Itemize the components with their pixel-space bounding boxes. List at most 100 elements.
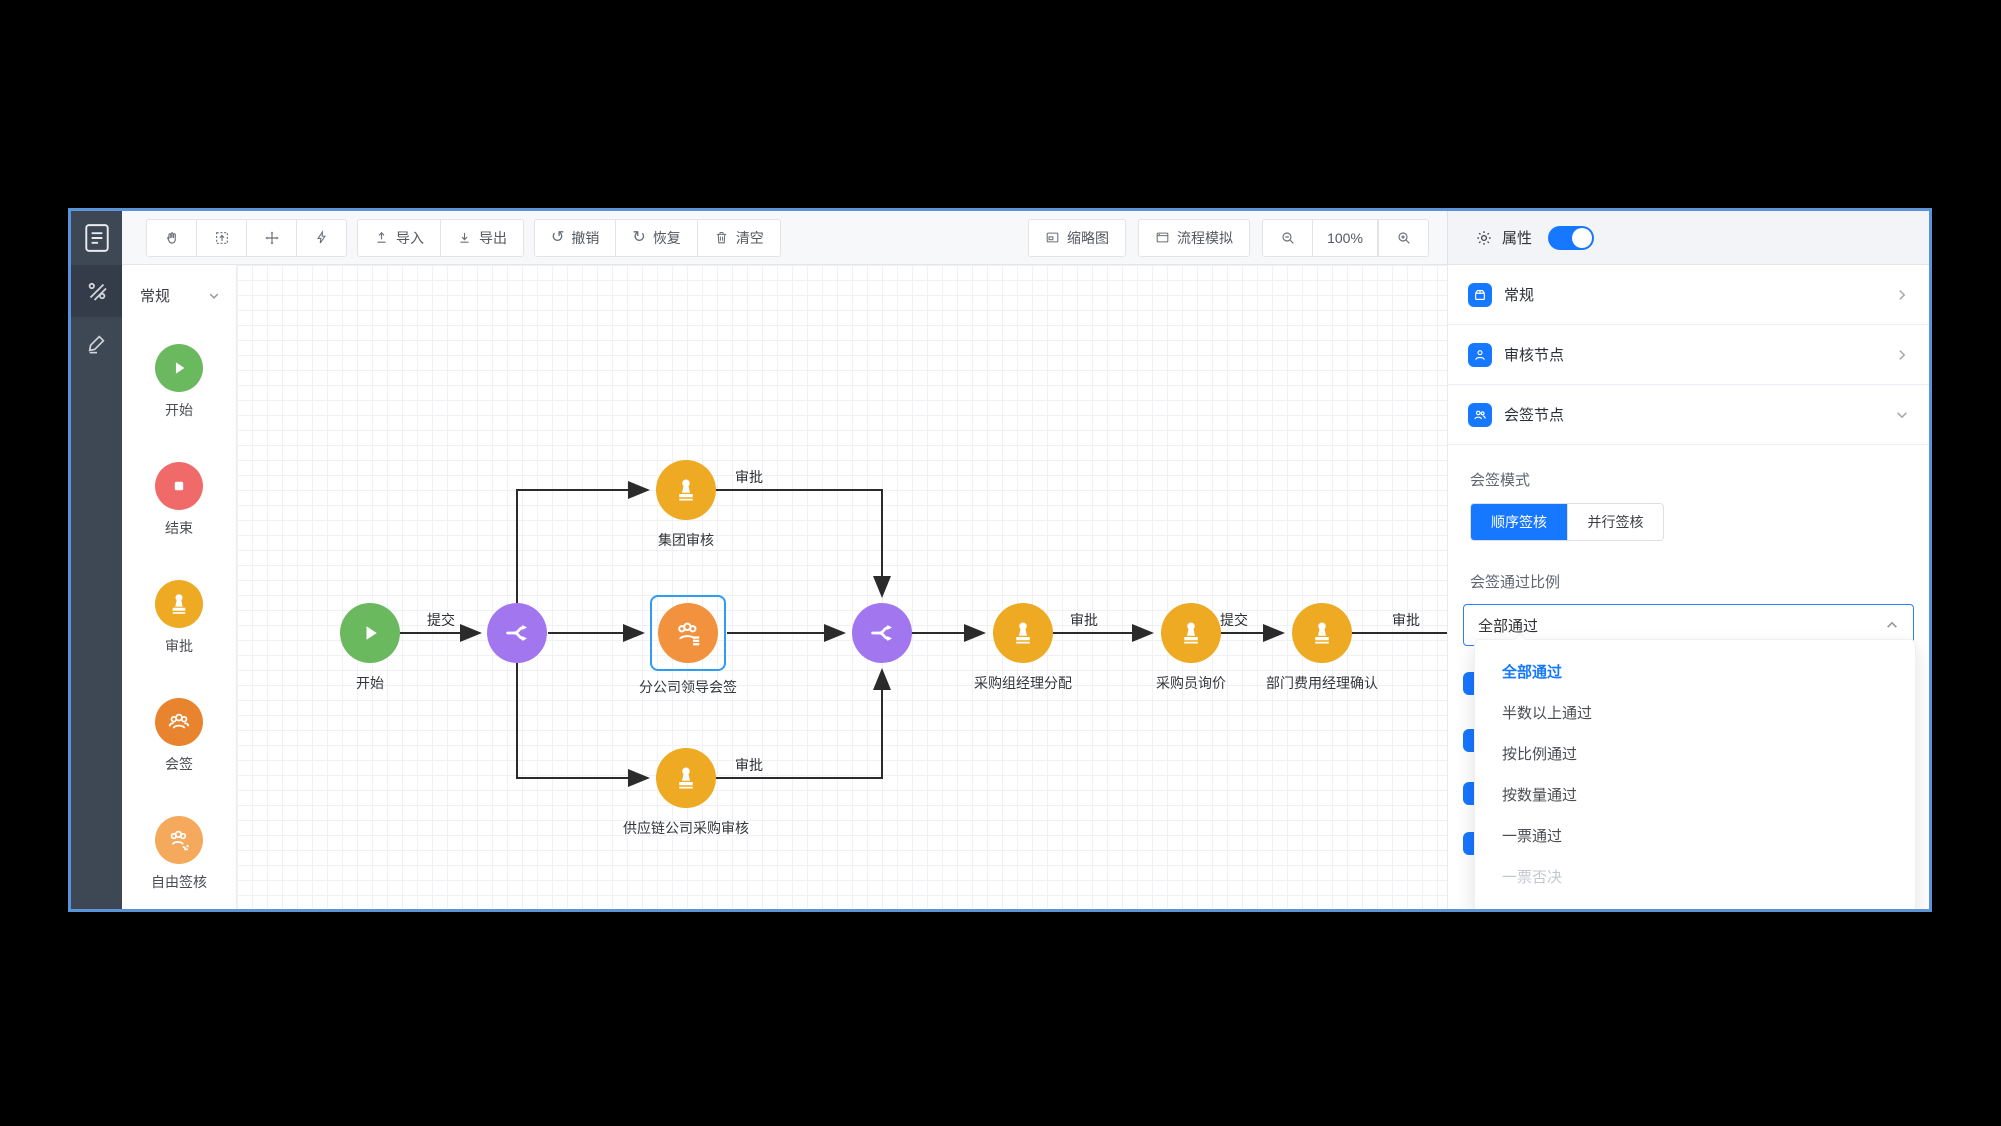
export-button[interactable]: 导出: [440, 218, 524, 257]
import-export-group: 导入 导出: [357, 218, 524, 257]
users-hand-icon: [170, 830, 190, 851]
flow-node-label: 采购员询价: [1156, 675, 1226, 691]
redo-button[interactable]: ↻ 恢复: [615, 218, 698, 257]
minimap-group: 缩略图: [1028, 218, 1126, 257]
branch-icon: [506, 625, 527, 641]
minimap-button[interactable]: 缩略图: [1028, 218, 1126, 257]
flow-node-group-audit[interactable]: [656, 460, 716, 520]
select-tool-button[interactable]: [196, 218, 247, 257]
pan-tool-button[interactable]: [146, 218, 197, 257]
magnifier-minus-icon: [1281, 231, 1294, 244]
node-palette: 常规 开始 结束: [122, 265, 237, 909]
flow-node-supply-audit[interactable]: [656, 748, 716, 808]
palette-item-end[interactable]: 结束: [122, 462, 236, 538]
dropdown-option-majority[interactable]: 半数以上通过: [1502, 705, 1593, 722]
undo-redo-clear-group: ↺ 撤销 ↻ 恢复 清空: [534, 218, 781, 257]
flow-node-gateway-merge[interactable]: [852, 603, 912, 663]
rail-item-edit[interactable]: [71, 317, 122, 369]
left-rail: [71, 211, 122, 909]
dropdown-option-one-vote-veto: 一票否决: [1502, 869, 1563, 886]
flow-node-branch-countersign[interactable]: [658, 603, 718, 663]
chevron-right-icon: [1895, 288, 1909, 302]
document-logo-icon: [84, 224, 109, 252]
palette-item-label: 会签: [165, 756, 193, 772]
stamp-icon: [679, 479, 693, 501]
countersign-mode-segmented: 顺序签核 并行签核: [1470, 503, 1664, 541]
start-node-swatch: [155, 344, 203, 392]
flow-edge: [716, 668, 891, 779]
palette-item-label: 审批: [165, 638, 193, 654]
flow-node-label: 分公司领导会签: [639, 679, 737, 695]
free-sign-node-swatch: [155, 816, 203, 864]
chevron-down-icon: [209, 293, 219, 299]
countersign-node-swatch: [155, 698, 203, 746]
dropdown-option-by-count[interactable]: 按数量通过: [1502, 787, 1578, 804]
flow-edge: [516, 481, 650, 603]
minimap-icon: [1046, 232, 1059, 243]
properties-header: 属性: [1447, 211, 1929, 265]
accordion-countersign-node[interactable]: 会签节点: [1448, 385, 1929, 445]
import-button[interactable]: 导入: [357, 218, 441, 257]
simulate-group: 流程模拟: [1138, 218, 1250, 257]
dropdown-option-one-vote-pass[interactable]: 一票通过: [1502, 828, 1563, 845]
flow-node-assign[interactable]: [993, 603, 1053, 663]
flow-node-start[interactable]: [340, 603, 400, 663]
undo-icon: ↺: [551, 228, 565, 246]
dropdown-option-all-pass[interactable]: 全部通过: [1502, 664, 1563, 681]
mode-sequential-button[interactable]: 顺序签核: [1471, 504, 1567, 540]
palette-group-header[interactable]: 常规: [122, 265, 236, 306]
users-icon: [168, 713, 190, 729]
flow-node-label: 开始: [356, 675, 384, 691]
simulate-button[interactable]: 流程模拟: [1138, 218, 1250, 257]
palette-item-approve[interactable]: 审批: [122, 580, 236, 656]
stamp-icon: [1184, 622, 1198, 644]
stamp-icon: [1315, 622, 1329, 644]
accordion-label: 常规: [1504, 287, 1535, 304]
box-icon: [1468, 282, 1492, 307]
rail-item-components[interactable]: [71, 265, 122, 317]
lightning-icon: [317, 230, 326, 244]
export-label: 导出: [479, 229, 507, 246]
arrow-up-from-line-icon: [377, 231, 386, 243]
accordion-audit-node[interactable]: 审核节点: [1448, 325, 1929, 385]
select-area-icon: [215, 231, 228, 244]
dropdown-option-by-ratio[interactable]: 按比例通过: [1502, 746, 1578, 763]
flow-canvas[interactable]: 提交 审批 审批 审批 提交 审批 开始: [237, 265, 1447, 909]
gear-icon: [1477, 230, 1491, 245]
clear-button[interactable]: 清空: [696, 218, 781, 257]
flow-node-confirm[interactable]: [1292, 603, 1352, 663]
countersign-settings: 会签模式 顺序签核 并行签核 会签通过比例 全部通过: [1448, 445, 1929, 664]
zoom-in-button[interactable]: [1378, 218, 1429, 257]
accordion-general[interactable]: 常规: [1448, 265, 1929, 325]
flow-designer-window: 导入 导出 ↺ 撤销 ↻ 恢: [68, 208, 1932, 912]
accordion-label: 审核节点: [1504, 347, 1565, 364]
stop-icon: [174, 481, 184, 491]
flow-node-gateway-split[interactable]: [487, 603, 547, 663]
pass-ratio-label: 会签通过比例: [1470, 574, 1561, 591]
zoom-out-button[interactable]: [1262, 218, 1313, 257]
import-label: 导入: [396, 229, 424, 246]
users-menu-icon: [678, 622, 700, 646]
components-icon: [88, 282, 107, 301]
zoom-group: 100%: [1262, 218, 1429, 257]
move-tool-button[interactable]: [246, 218, 297, 257]
mode-parallel-button[interactable]: 并行签核: [1567, 504, 1663, 540]
branch-icon: [871, 625, 892, 641]
pass-ratio-value: 全部通过: [1478, 617, 1539, 635]
redo-label: 恢复: [652, 229, 681, 246]
accordion-label: 会签节点: [1504, 407, 1565, 424]
stamp-icon: [172, 594, 186, 614]
palette-item-start[interactable]: 开始: [122, 344, 236, 420]
snap-tool-button[interactable]: [296, 218, 347, 257]
play-icon: [366, 626, 377, 640]
edge-label: 审批: [735, 469, 763, 485]
properties-panel: 常规 审核节点: [1447, 265, 1929, 909]
flow-node-inquiry[interactable]: [1161, 603, 1221, 663]
flow-node-label: 部门费用经理确认: [1266, 675, 1378, 691]
palette-item-countersign[interactable]: 会签: [122, 698, 236, 774]
undo-button[interactable]: ↺ 撤销: [534, 218, 617, 257]
undo-label: 撤销: [571, 229, 600, 246]
palette-item-free-sign[interactable]: 自由签核: [122, 816, 236, 892]
properties-toggle[interactable]: [1548, 225, 1595, 250]
stamp-icon: [1016, 622, 1030, 644]
